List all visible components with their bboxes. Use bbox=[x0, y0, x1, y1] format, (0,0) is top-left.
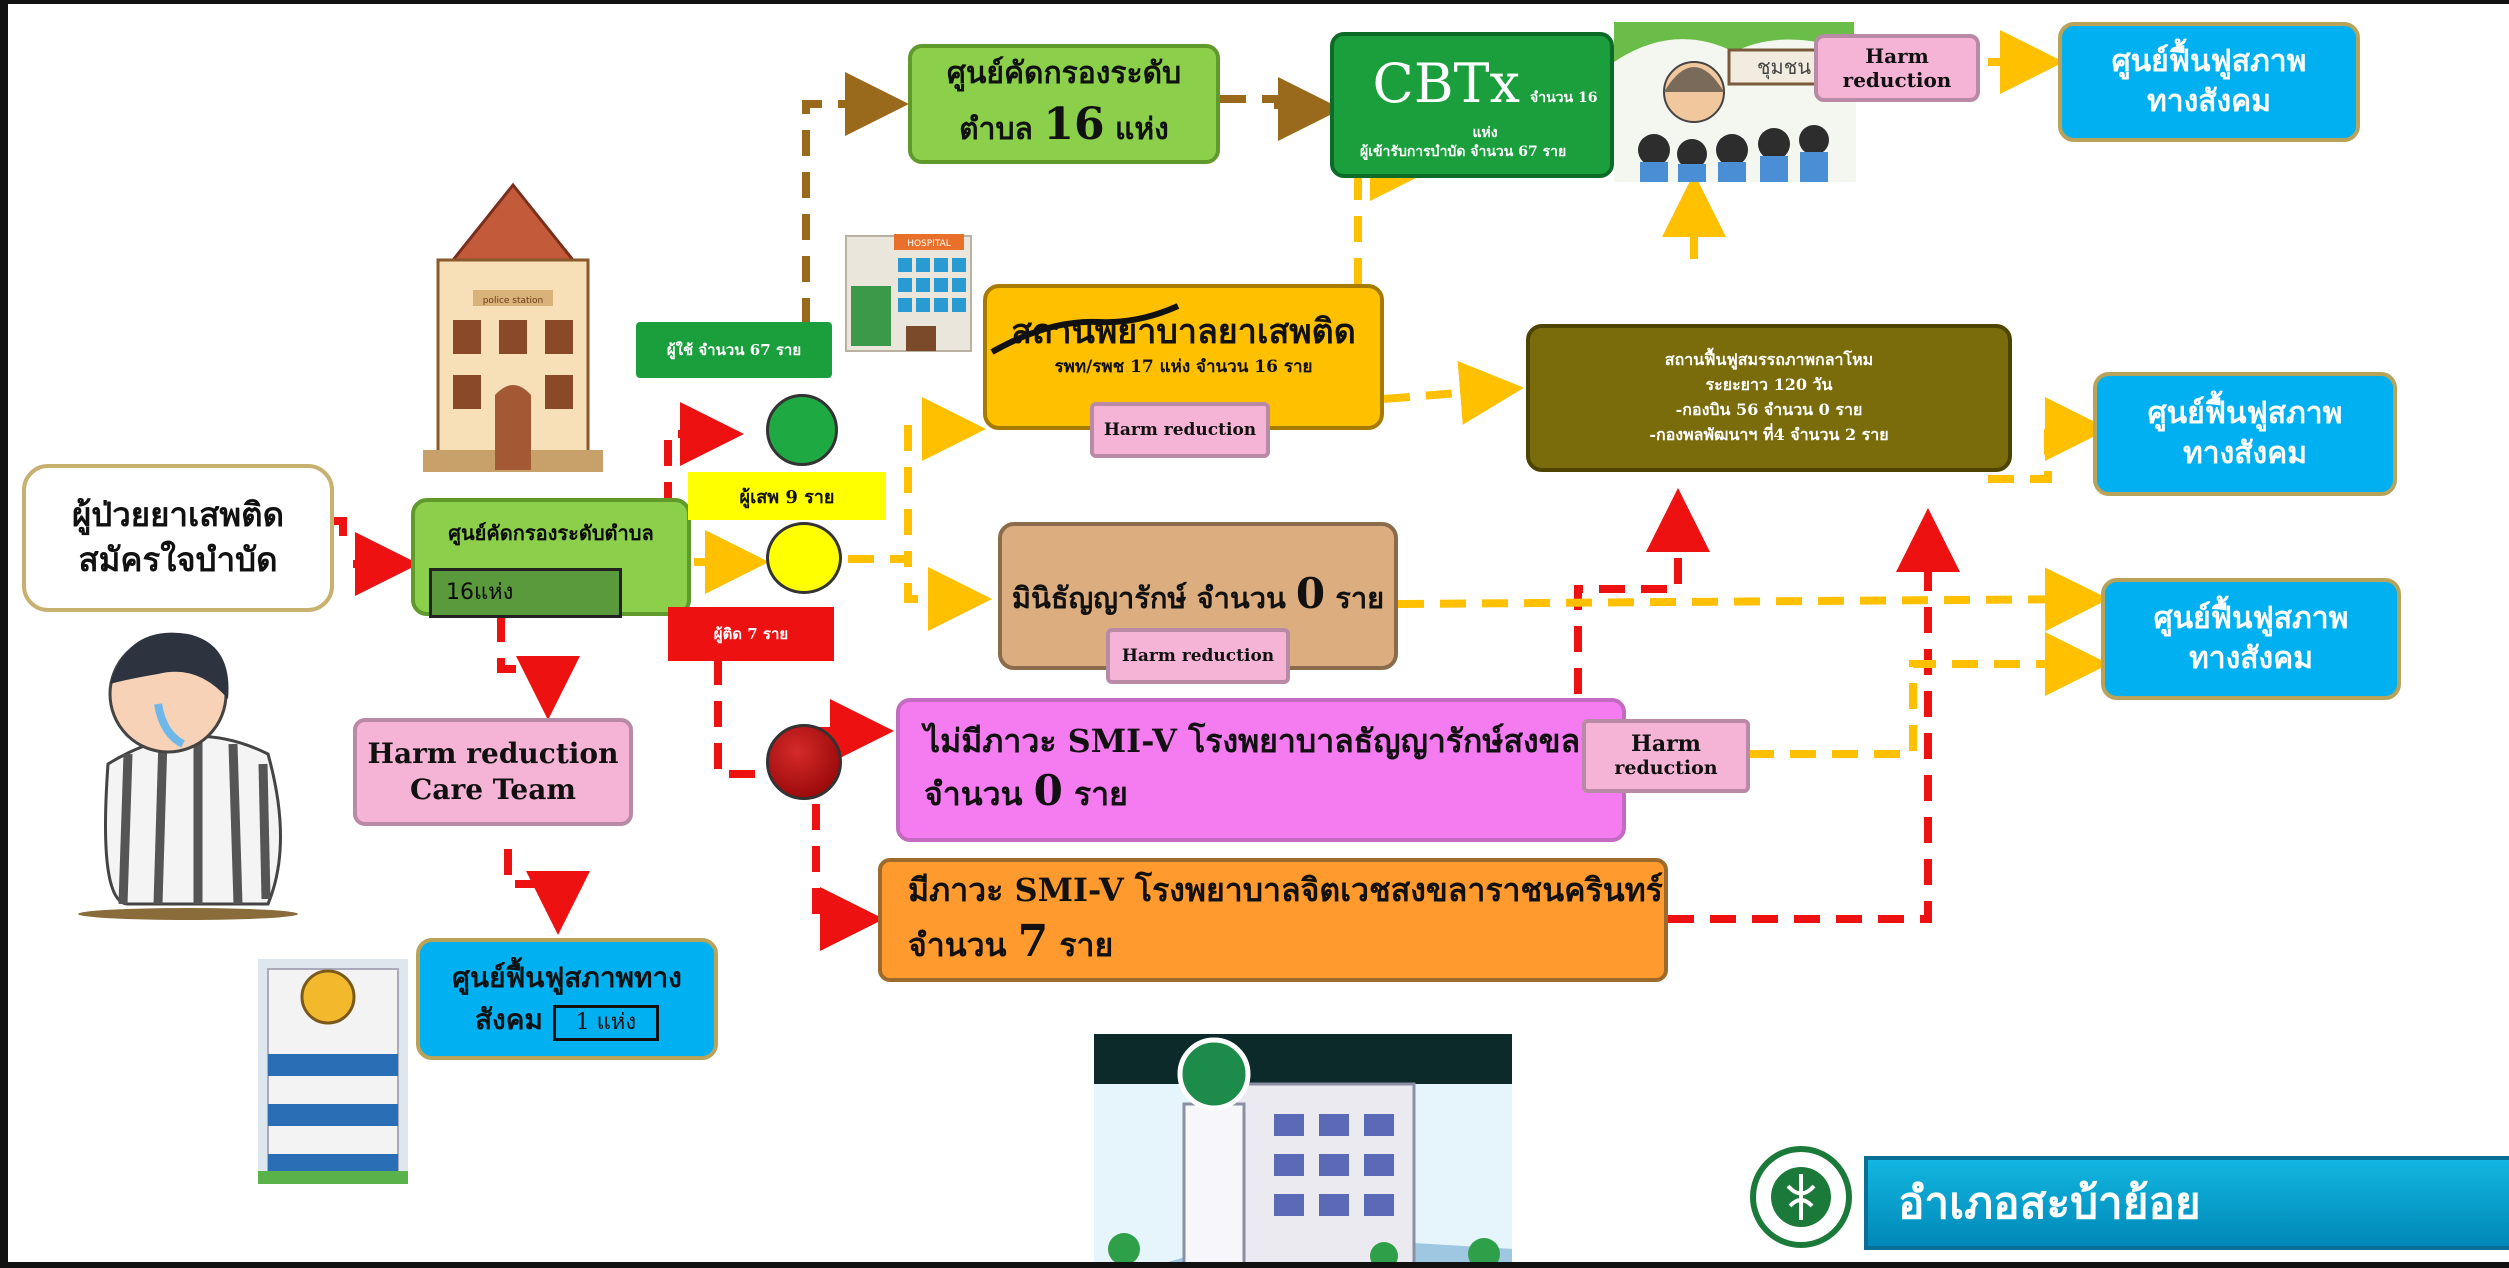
moph-hospital-icon bbox=[1094, 1034, 1512, 1262]
police-station-icon: police station bbox=[423, 182, 603, 472]
community-sign-text: ชุมชน bbox=[1757, 55, 1811, 80]
military-rehab-box: สถานฟื้นฟูสมรรถภาพกลาโหม ระยะยาว 120 วัน… bbox=[1526, 324, 2012, 472]
hospital-sign-text: HOSPITAL bbox=[907, 239, 951, 249]
red-connectors bbox=[290, 402, 1960, 951]
red-light-circle bbox=[766, 724, 842, 800]
cbtx-sub1: จำนวน 16 แห่ง bbox=[1472, 90, 1598, 142]
patient-line2: สมัครใจบำบัด bbox=[78, 540, 278, 579]
screening-16-box: ศูนย์คัดกรองระดับ ตำบล 16 แห่ง bbox=[908, 44, 1220, 164]
green-light-circle bbox=[766, 394, 838, 466]
social-rehab-1-box: ศูนย์ฟื้นฟูสภาพ ทางสังคม bbox=[2058, 22, 2360, 142]
police-sign-text: police station bbox=[483, 296, 544, 306]
patient-box: ผู้ป่วยยาเสพติด สมัครใจบำบัด bbox=[22, 464, 334, 612]
yellow-light-circle bbox=[766, 522, 842, 594]
drug-hospital-sub: รพท/รพช 17 แห่ง จำนวน 16 ราย bbox=[1054, 356, 1313, 377]
abusers-tag: ผู้เสพ 9 ราย bbox=[688, 472, 886, 520]
moph-seal-icon bbox=[1750, 1146, 1852, 1248]
addicts-tag: ผู้ติด 7 ราย bbox=[668, 607, 834, 661]
no-smiv-harm-tag: Harm reduction bbox=[1582, 719, 1750, 793]
tambon-screening-title: ศูนย์คัดกรองระดับตำบล bbox=[448, 521, 654, 545]
drug-hospital-harm-tag: Harm reduction bbox=[1090, 402, 1270, 458]
cbtx-title: CBTx bbox=[1372, 52, 1521, 116]
social-rehab-2-box: ศูนย์ฟื้นฟูสภาพ ทางสังคม bbox=[2093, 372, 2397, 496]
screening-16-line1: ศูนย์คัดกรองระดับ bbox=[946, 56, 1182, 92]
harm-reduction-top-box: Harm reduction bbox=[1814, 34, 1980, 102]
smiv-box: มีภาวะ SMI-V โรงพยาบาลจิตเวชสงขลาราชนคริ… bbox=[878, 858, 1668, 982]
drug-hospital-title: สถานพยาบาลยาเสพติด bbox=[1011, 312, 1356, 352]
cbtx-sub2: ผู้เข้ารับการบำบัด จำนวน 67 ราย bbox=[1360, 143, 1567, 160]
gold-connectors bbox=[694, 30, 2109, 758]
users-tag: ผู้ใช้ จำนวน 67 ราย bbox=[636, 322, 832, 378]
government-building-icon bbox=[258, 959, 408, 1184]
no-smiv-box: ไม่มีภาวะ SMI-V โรงพยาบาลธัญญารักษ์สงขลา… bbox=[896, 698, 1626, 842]
social-rehab-bottom-box: ศูนย์ฟื้นฟูสภาพทาง สังคม 1 แห่ง bbox=[416, 938, 718, 1060]
district-name: อำเภอสะบ้าย้อย bbox=[1898, 1178, 2201, 1229]
strike-mark bbox=[990, 303, 1180, 355]
hospital-icon: HOSPITAL bbox=[845, 234, 972, 352]
patient-illustration bbox=[78, 632, 298, 920]
brown-connectors bbox=[802, 72, 1342, 324]
harm-care-team-box: Harm reduction Care Team bbox=[353, 718, 633, 826]
connector-layer bbox=[290, 30, 2109, 951]
patient-line1: ผู้ป่วยยาเสพติด bbox=[71, 495, 285, 535]
tambon-screening-box: ศูนย์คัดกรองระดับตำบล 16แห่ง bbox=[411, 498, 691, 618]
screening-16-line2: ตำบล 16 แห่ง bbox=[959, 98, 1169, 150]
social-rehab-3-box: ศูนย์ฟื้นฟูสภาพ ทางสังคม bbox=[2101, 578, 2401, 700]
tambon-count-box: 16แห่ง bbox=[429, 568, 622, 618]
district-banner: อำเภอสะบ้าย้อย bbox=[1864, 1156, 2509, 1250]
mini-tanyarak-harm-tag: Harm reduction bbox=[1106, 628, 1290, 684]
